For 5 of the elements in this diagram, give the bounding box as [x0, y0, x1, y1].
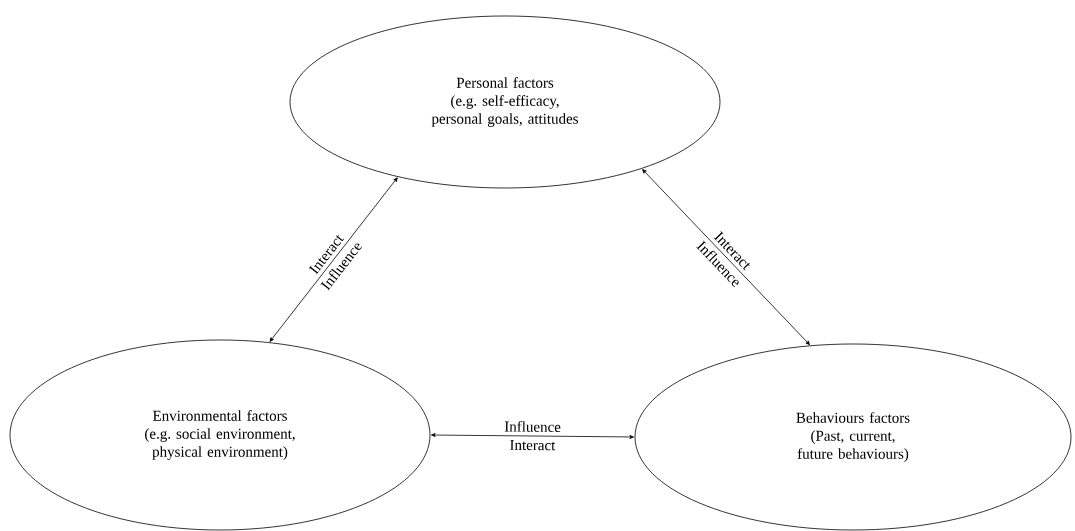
double-arrow	[431, 433, 634, 439]
edge-label: Influence	[503, 419, 562, 434]
double-arrow	[269, 177, 398, 342]
double-arrow	[642, 169, 810, 346]
side-label: Interact	[508, 438, 557, 452]
